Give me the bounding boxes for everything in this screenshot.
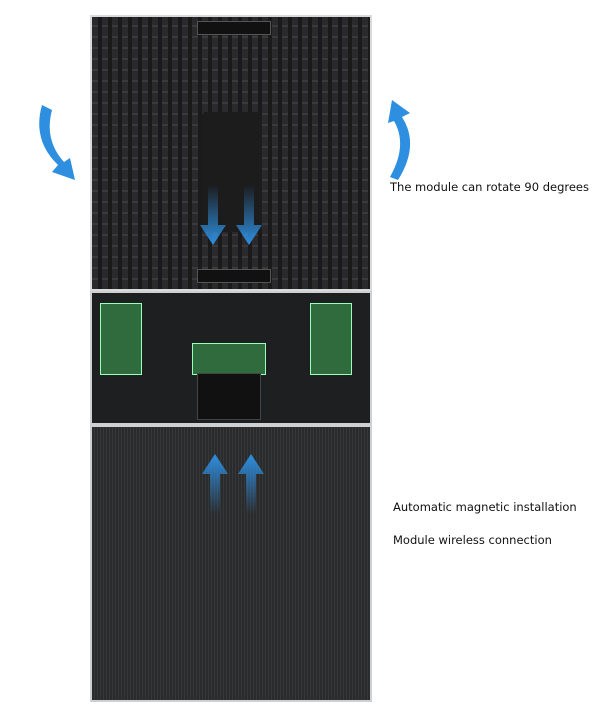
up-arrows-icon [202,454,264,514]
rotate-arrow-right-icon [388,100,411,180]
caption-magnetic: Automatic magnetic installation [393,500,577,514]
hub-board [192,343,266,375]
caption-rotate: The module can rotate 90 degrees [390,180,589,194]
bottom-connector [197,269,271,283]
caption-wireless: Module wireless connection [393,533,552,547]
rotate-arrow-left-icon [39,105,75,180]
led-panel-front [90,425,372,702]
receiver-board-right [310,303,352,375]
center-connector [197,373,261,420]
cabinet-frame [90,291,372,425]
top-connector [197,21,271,35]
receiver-board-left [100,303,142,375]
down-arrows-icon [200,185,262,245]
